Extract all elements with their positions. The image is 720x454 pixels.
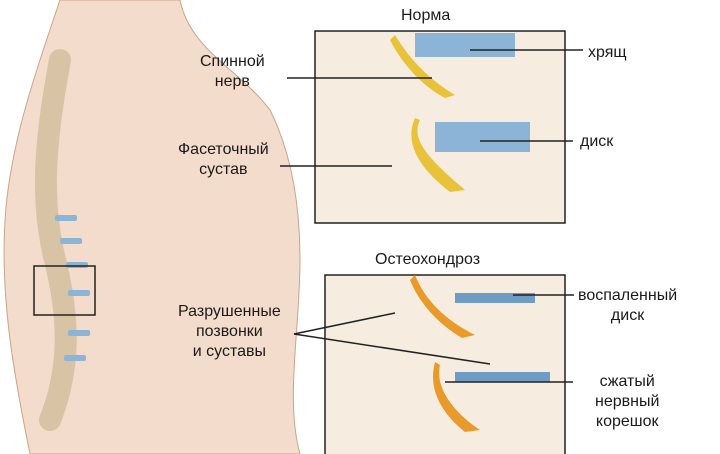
body-silhouette bbox=[3, 0, 301, 454]
osteochondrosis-panel-box bbox=[324, 274, 566, 454]
zoom-region-box bbox=[33, 265, 96, 316]
label-compressed-root: сжатый нервный корешок bbox=[595, 373, 660, 430]
normal-title: Норма bbox=[401, 7, 451, 24]
label-destroyed-vertebrae: Разрушенные позвонки и суставы bbox=[178, 303, 281, 360]
spine bbox=[34, 49, 77, 431]
label-spinal-nerve: Спинной нерв bbox=[200, 53, 265, 90]
label-cartilage: хрящ bbox=[588, 44, 627, 61]
label-facet-joint: Фасеточный сустав bbox=[178, 141, 269, 178]
label-inflamed-disc: воспаленный диск bbox=[578, 287, 678, 324]
osteochondrosis-title: Остеохондроз bbox=[375, 251, 481, 268]
label-disc: диск bbox=[580, 133, 614, 150]
